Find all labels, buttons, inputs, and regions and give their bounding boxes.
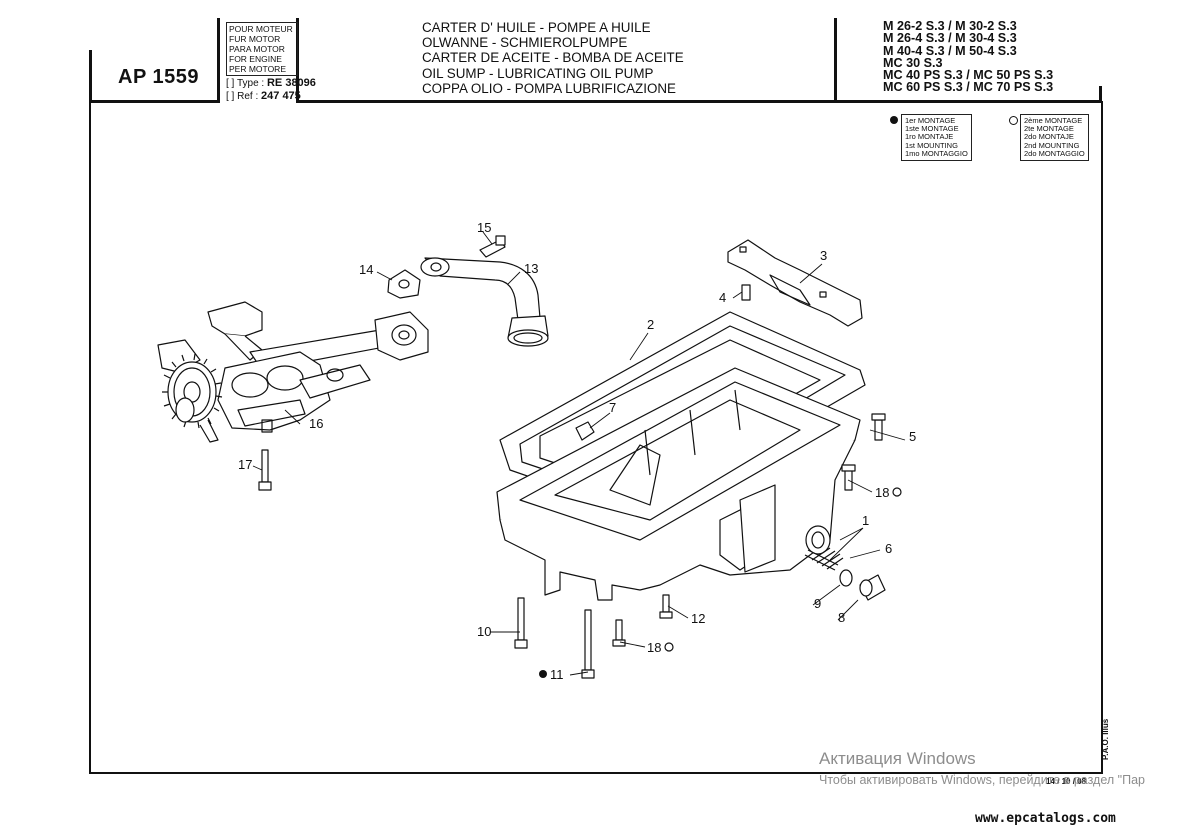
legend-line: 1ro MONTAJE: [905, 132, 954, 142]
title-fr: CARTER D' HUILE - POMPE A HUILE: [422, 20, 651, 35]
oil-pump-illustration: [157, 301, 429, 443]
activation-message: Чтобы активировать Windows, перейдите в …: [819, 773, 1145, 787]
title-en: OIL SUMP - LUBRICATING OIL PUMP: [422, 65, 654, 81]
date-stamp: 14 / 10 / 08: [1046, 777, 1087, 786]
model-line: MC 30 S.3: [883, 55, 943, 70]
ref-row: [ ] Ref : 247 475: [226, 90, 301, 102]
legend-line: 2do MONTAGGIO: [1024, 148, 1085, 158]
open-dot-icon: [1009, 116, 1018, 125]
model-line: M 26-4 S.3 / M 30-4 S.3: [883, 31, 1017, 46]
frame-left-top: [89, 50, 92, 102]
title-it: COPPA OLIO - POMPA LUBRIFICAZIONE: [422, 80, 676, 96]
callout-6: 6: [885, 541, 893, 556]
ref-label: Ref :: [237, 91, 259, 102]
type-value: RE 38096: [266, 77, 316, 89]
type-row: [ ] Type : RE 38096: [226, 77, 316, 89]
bolts-illustration: [258, 284, 886, 679]
bracket-icon: [ ]: [226, 91, 235, 102]
drawing-frame: [89, 101, 1103, 774]
open-dot-icon: [892, 487, 902, 497]
callout-18: 18: [875, 485, 890, 500]
callout-10: 10: [477, 624, 492, 639]
legend-line: 1st MOUNTING: [905, 140, 958, 150]
title-de: OLWANNE - SCHMIEROLPUMPE: [422, 35, 628, 51]
callout-16: 16: [309, 416, 324, 431]
legend-line: 2nd MOUNTING: [1024, 140, 1080, 150]
callout-12: 12: [691, 611, 706, 626]
bracket-icon: [ ]: [226, 78, 235, 89]
engine-label-fr: POUR MOTEUR: [229, 24, 293, 34]
filled-dot-icon: [890, 116, 898, 124]
engine-label-es: PARA MOTOR: [229, 44, 285, 54]
legend-line: 1mo MONTAGGIO: [905, 148, 968, 158]
support-bracket-illustration: [727, 239, 863, 327]
legend-first-mounting: 1er MONTAGE 1ste MONTAGE 1ro MONTAJE 1st…: [901, 114, 972, 162]
title-block: CARTER D' HUILE - POMPE A HUILE OLWANNE …: [422, 20, 684, 96]
leader-lines: [252, 231, 906, 676]
model-line: MC 60 PS S.3 / MC 70 PS S.3: [883, 80, 1054, 95]
legend-line: 1er MONTAGE: [905, 116, 956, 125]
plate-code: AP 1559: [118, 66, 199, 88]
callout-7: 7: [609, 400, 617, 415]
frame-right-top: [1099, 86, 1102, 103]
type-label: Type :: [236, 78, 265, 89]
frame-header-bottom-1: [89, 100, 219, 103]
frame-header-bottom-2: [296, 100, 837, 103]
callout-11: 11: [550, 667, 564, 682]
engine-label-en: FOR ENGINE: [229, 54, 282, 64]
legend-line: 2te MONTAGE: [1024, 124, 1074, 134]
legend-line: 2ème MONTAGE: [1024, 116, 1083, 125]
engine-label-box: POUR MOTEUR FUR MOTOR PARA MOTOR FOR ENG…: [226, 22, 298, 76]
callout-2: 2: [647, 317, 655, 332]
model-line: M 26-2 S.3 / M 30-2 S.3: [883, 19, 1017, 33]
callout-3: 3: [820, 248, 828, 263]
open-dot-icon: [664, 642, 674, 652]
legend-line: 1ste MONTAGE: [905, 124, 959, 134]
frame-divider-3: [834, 18, 837, 103]
activation-title: Активация Windows: [819, 749, 976, 768]
frame-divider-1: [217, 18, 220, 103]
legend-line: 2do MONTAJE: [1024, 132, 1074, 142]
ref-value: 247 475: [261, 90, 301, 102]
callout-15: 15: [477, 220, 492, 235]
model-line: MC 40 PS S.3 / MC 50 PS S.3: [883, 68, 1054, 83]
callout-17: 17: [238, 457, 253, 472]
callout-13: 13: [524, 261, 539, 276]
title-es: CARTER DE ACEITE - BOMBA DE ACEITE: [422, 50, 684, 66]
site-url: www.epcatalogs.com: [975, 811, 1116, 826]
frame-header-bottom-3: [834, 100, 1102, 103]
callout-5: 5: [909, 429, 917, 444]
model-line: M 40-4 S.3 / M 50-4 S.3: [883, 43, 1017, 58]
callout-4: 4: [719, 290, 727, 305]
illus-stamp: P.A.O. Illus: [1101, 718, 1110, 760]
engine-label-de: FUR MOTOR: [229, 34, 281, 44]
engine-label-it: PER MOTORE: [229, 64, 286, 74]
callout-8: 8: [838, 610, 846, 625]
callout-1: 1: [862, 513, 870, 528]
suction-pipe-illustration: [387, 235, 549, 347]
model-list: M 26-2 S.3 / M 30-2 S.3 M 26-4 S.3 / M 3…: [883, 20, 1053, 94]
callout-18: 18: [647, 640, 662, 655]
legend-second-mounting: 2ème MONTAGE 2te MONTAGE 2do MONTAJE 2nd…: [1020, 114, 1089, 162]
callout-14: 14: [359, 262, 374, 277]
filled-dot-icon: [539, 670, 547, 678]
callout-9: 9: [814, 596, 822, 611]
oil-pan-illustration: [496, 367, 861, 601]
